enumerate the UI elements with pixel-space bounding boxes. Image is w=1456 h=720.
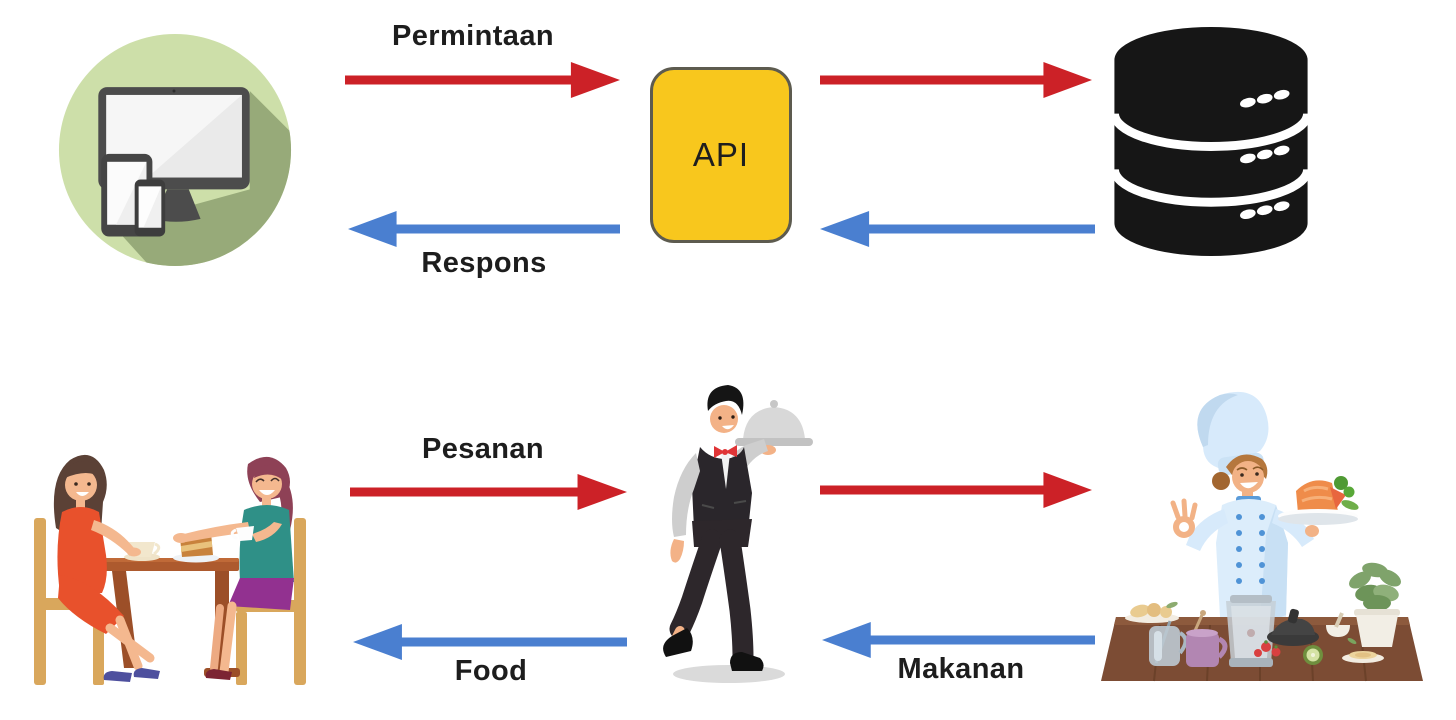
food-arrow-waiter-to-customers [353,624,627,660]
request-arrow-client-to-api [345,62,620,98]
food-to-customer-label: Food [454,655,528,687]
api-box-label: API [692,136,750,173]
food-from-chef-label: Makanan [897,653,1025,685]
customers-dining-icon [10,430,330,720]
response-arrow-api-to-client [348,211,620,247]
order-label: Pesanan [421,433,545,465]
request-label: Permintaan [392,20,554,52]
request-arrow-api-to-database [820,62,1092,98]
food-arrow-chef-to-waiter [822,622,1095,658]
order-arrow-customers-to-waiter [350,474,627,510]
api-box: API [650,67,792,243]
order-arrow-waiter-to-chef [820,472,1092,508]
database-icon [1111,24,1311,258]
waiter-icon [630,375,850,705]
chef-icon [1090,375,1430,705]
response-arrow-database-to-api [820,211,1095,247]
devices-icon [57,32,293,268]
response-label: Respons [421,247,547,279]
